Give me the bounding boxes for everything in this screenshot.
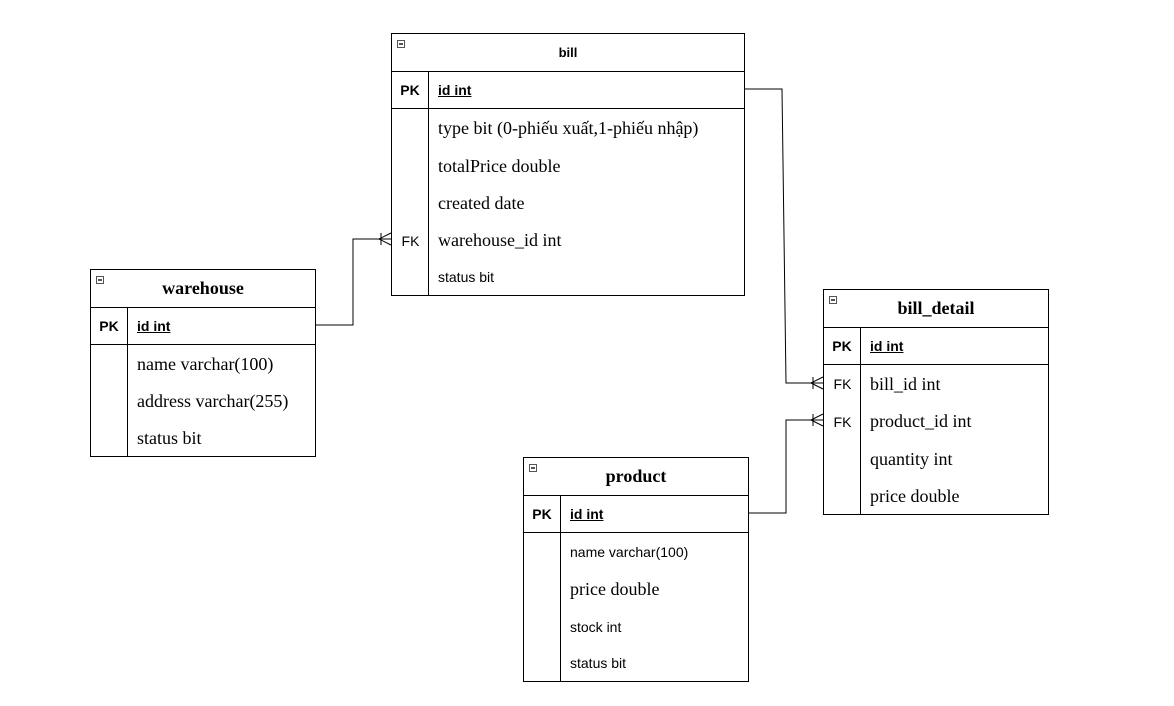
entity-bill-detail[interactable]: bill_detail PK id int FK FK bill_id int …: [823, 289, 1049, 515]
pk-label: PK: [392, 72, 429, 108]
primary-key-row: PK id int: [824, 328, 1048, 365]
attribute: type bit (0-phiếu xuất,1-phiếu nhập): [438, 118, 699, 138]
attribute: status bit: [570, 655, 627, 671]
pk-field: id int: [137, 318, 171, 334]
entity-header: warehouse: [91, 270, 315, 308]
fk-label: FK: [833, 376, 852, 392]
attribute-section: FK type bit (0-phiếu xuất,1-phiếu nhập) …: [392, 109, 744, 295]
attribute: bill_id int: [870, 373, 941, 394]
primary-key-row: PK id int: [392, 72, 744, 109]
entity-warehouse[interactable]: warehouse PK id int name varchar(100) ad…: [90, 269, 316, 457]
crowfoot-billdetail-bill: [810, 376, 824, 390]
primary-key-row: PK id int: [524, 496, 748, 533]
pk-field: id int: [438, 82, 472, 98]
pk-field: id int: [570, 506, 604, 522]
collapse-icon[interactable]: [529, 464, 537, 472]
attribute: address varchar(255): [137, 391, 289, 411]
attribute: stock int: [570, 618, 622, 635]
entity-title: warehouse: [162, 278, 244, 298]
attribute: name varchar(100): [137, 353, 274, 374]
key-gutter: [392, 109, 429, 295]
attribute: name varchar(100): [570, 543, 689, 560]
attribute-section: name varchar(100) price double stock int…: [524, 533, 748, 681]
key-gutter: [524, 533, 561, 681]
connector-bill-billdetail: [744, 88, 823, 384]
attribute: created date: [438, 193, 525, 213]
attribute: warehouse_id int: [438, 230, 562, 250]
connector-warehouse-bill: [316, 238, 391, 326]
collapse-icon[interactable]: [397, 40, 405, 48]
attribute: totalPrice double: [438, 156, 561, 176]
primary-key-row: PK id int: [91, 308, 315, 345]
entity-product[interactable]: product PK id int name varchar(100) pric…: [523, 457, 749, 682]
key-gutter: [824, 365, 861, 514]
entity-header: bill_detail: [824, 290, 1048, 328]
pk-field: id int: [870, 338, 904, 354]
pk-label: PK: [824, 328, 861, 364]
crowfoot-billdetail-product: [810, 413, 824, 427]
collapse-icon[interactable]: [96, 276, 104, 284]
fk-label: FK: [401, 232, 420, 249]
attribute: price double: [570, 578, 660, 599]
entity-header: bill: [392, 34, 744, 72]
attribute: quantity int: [870, 448, 953, 469]
attribute: status bit: [438, 269, 495, 285]
entity-title: bill_detail: [897, 298, 975, 318]
attribute: price double: [870, 485, 960, 506]
connector-product-billdetail: [748, 419, 823, 514]
fk-label: FK: [833, 413, 852, 430]
pk-label: PK: [524, 496, 561, 532]
collapse-icon[interactable]: [829, 296, 837, 304]
entity-title: product: [605, 466, 667, 486]
key-gutter: [91, 345, 128, 456]
crowfoot-bill-warehouse: [378, 232, 392, 246]
attribute-section: name varchar(100) address varchar(255) s…: [91, 345, 315, 456]
attribute-section: FK FK bill_id int product_id int quantit…: [824, 365, 1048, 514]
entity-header: product: [524, 458, 748, 496]
attribute: product_id int: [870, 411, 972, 431]
entity-title: bill: [558, 45, 578, 60]
entity-bill[interactable]: bill PK id int FK type bit (0-phiếu xuất…: [391, 33, 745, 296]
pk-label: PK: [91, 308, 128, 344]
attribute: status bit: [137, 427, 202, 448]
